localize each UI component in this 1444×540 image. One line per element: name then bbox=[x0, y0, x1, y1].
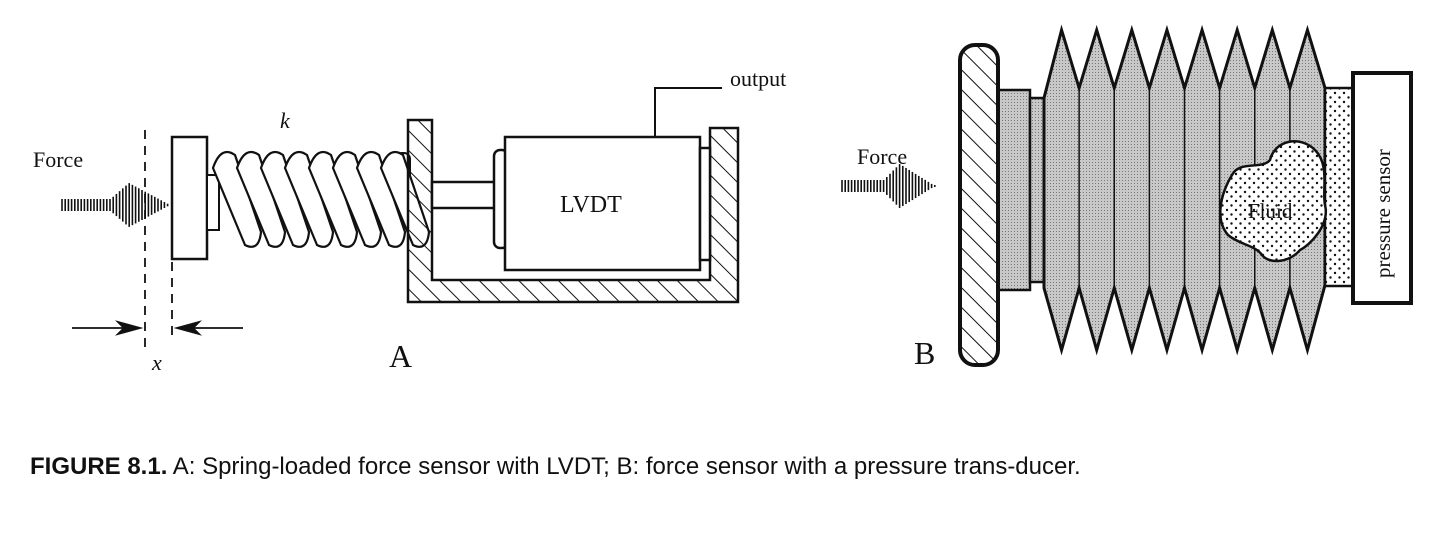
housing bbox=[406, 118, 740, 304]
displacement-arrows bbox=[72, 320, 243, 336]
spring-coil bbox=[355, 150, 407, 248]
output-label: output bbox=[730, 66, 786, 91]
spring-coil bbox=[283, 150, 335, 248]
caption-text: A: Spring-loaded force sensor with LVDT;… bbox=[167, 453, 1081, 480]
fluid-label: Fluid bbox=[1248, 199, 1293, 223]
pressure-sensor-label: pressure sensor bbox=[1371, 149, 1395, 278]
panel-b: Force Fluid pressure sensor B bbox=[841, 24, 1413, 371]
pressure-plate bbox=[170, 135, 209, 261]
piston-block bbox=[996, 88, 1032, 292]
spring-coil bbox=[331, 150, 383, 248]
fluid-blob bbox=[1219, 140, 1328, 263]
figure-caption: FIGURE 8.1. A: Spring-loaded force senso… bbox=[30, 448, 1420, 486]
spring bbox=[206, 150, 431, 248]
pressure-sensor bbox=[1351, 71, 1413, 305]
spring-coil bbox=[235, 150, 287, 248]
spring-coil bbox=[211, 150, 263, 248]
spring-coil bbox=[259, 150, 311, 248]
spring-coil bbox=[307, 150, 359, 248]
displacement-label: x bbox=[151, 350, 162, 375]
panel-a-label: A bbox=[389, 338, 412, 374]
fluid-channel bbox=[1323, 86, 1355, 288]
panel-a: Force k LVDT output x A bbox=[33, 66, 786, 375]
force-plate bbox=[958, 43, 1000, 367]
force-label-a: Force bbox=[33, 147, 83, 172]
output-wire bbox=[654, 87, 722, 137]
figure-number: FIGURE 8.1. bbox=[30, 453, 168, 480]
force-arrow-b bbox=[841, 164, 936, 208]
panel-b-label: B bbox=[914, 335, 935, 371]
diagram: Force k LVDT output x A Force Fluid pre bbox=[33, 24, 1413, 375]
lvdt-label: LVDT bbox=[560, 192, 622, 218]
force-label-b: Force bbox=[857, 144, 907, 169]
force-arrow-a bbox=[61, 183, 169, 227]
lvdt-body bbox=[503, 135, 702, 272]
spring-constant-label: k bbox=[280, 108, 291, 133]
